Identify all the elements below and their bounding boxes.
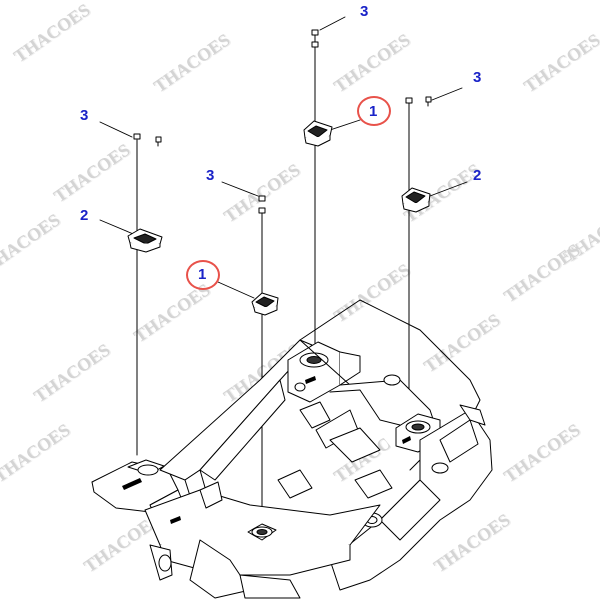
callout-label: 1 xyxy=(198,266,207,283)
callout-label: 3 xyxy=(473,69,482,86)
mount-2-right xyxy=(401,187,431,213)
mount-1-mid xyxy=(251,292,279,316)
callout-label: 3 xyxy=(206,167,215,184)
highlight-ring xyxy=(186,260,220,290)
main-frame xyxy=(91,299,493,599)
highlight-ring xyxy=(357,96,391,126)
bolt-3-right xyxy=(405,96,432,107)
explode-lines xyxy=(136,37,410,526)
bolt-3-mid xyxy=(258,195,266,214)
callout-label: 1 xyxy=(369,103,378,120)
bolt-3-top xyxy=(311,29,319,48)
mount-1-top xyxy=(303,120,333,147)
callout-label: 3 xyxy=(360,3,369,20)
shading xyxy=(122,376,411,524)
callout-label: 3 xyxy=(80,107,89,124)
leader-lines xyxy=(99,16,468,299)
mount-2-left xyxy=(127,228,163,253)
bolt-3-left xyxy=(133,133,162,147)
callout-label: 2 xyxy=(473,167,482,184)
callout-label: 2 xyxy=(80,207,89,224)
